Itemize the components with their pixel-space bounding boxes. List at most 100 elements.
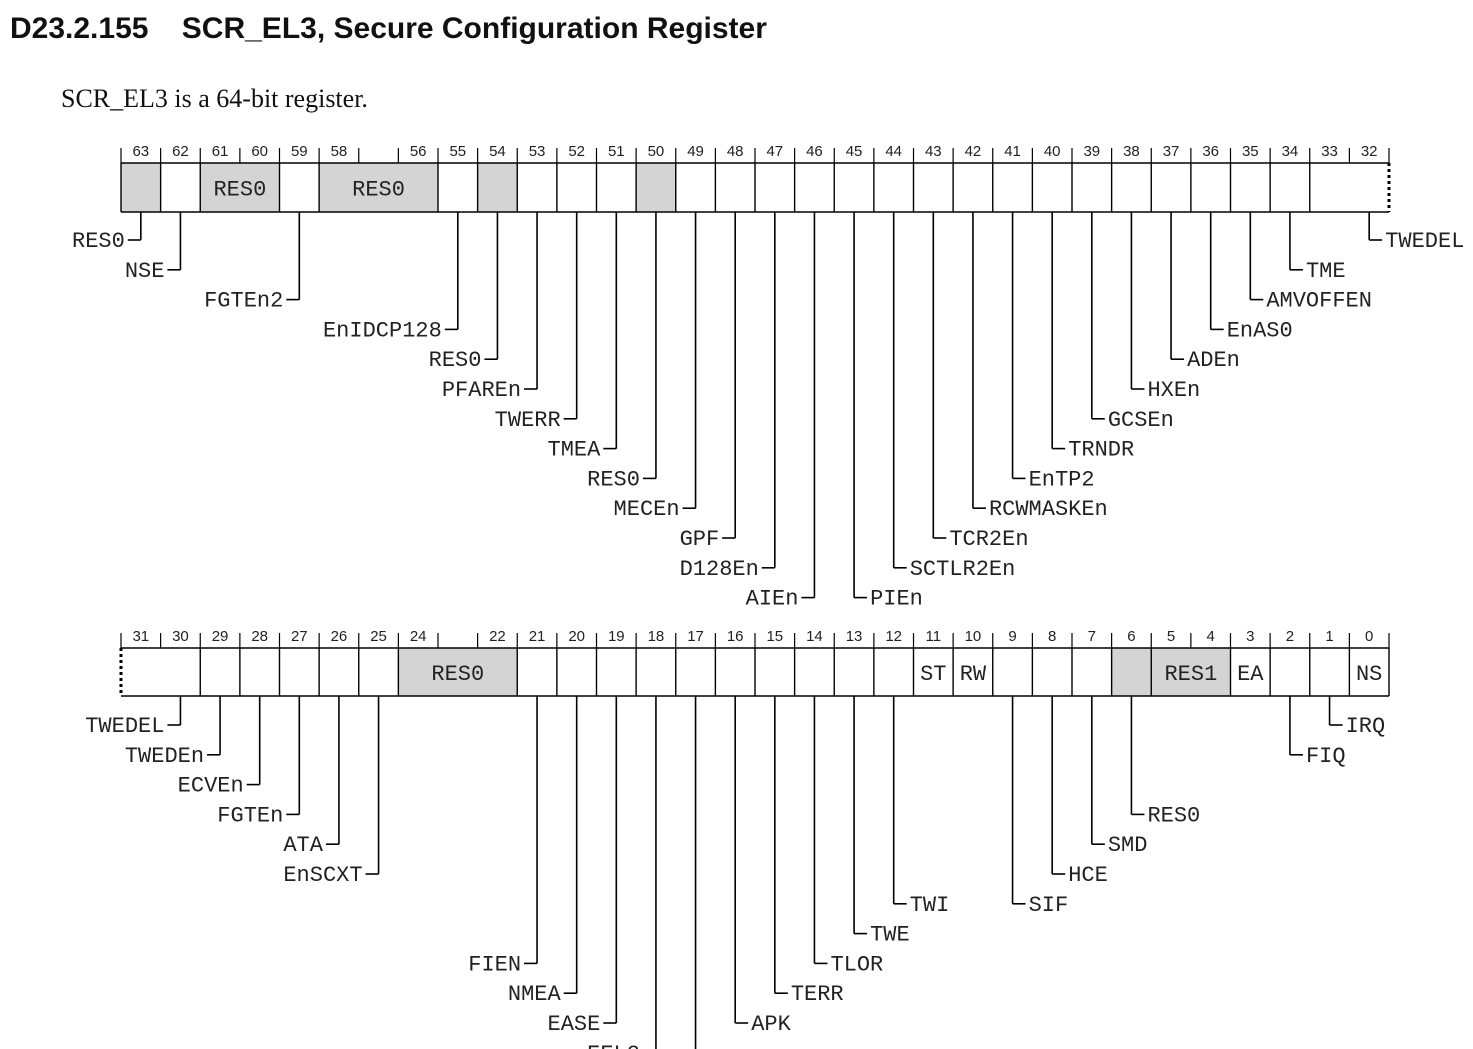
field-name-rw: RW <box>960 662 987 687</box>
bit-number: 32 <box>1361 143 1378 160</box>
bit-number: 22 <box>489 628 506 645</box>
bit-number: 30 <box>172 628 189 645</box>
field-label-tmea: TMEA <box>548 438 602 463</box>
reserved-field-shade <box>121 163 161 212</box>
field-label-res0: RES0 <box>1147 803 1200 828</box>
field-label-ecven: ECVEn <box>178 774 244 799</box>
field-label-tme: TME <box>1306 259 1346 284</box>
field-label-mecen: MECEn <box>614 497 680 522</box>
field-name-st: ST <box>920 662 946 687</box>
bit-number: 45 <box>846 143 863 160</box>
reserved-field-shade <box>319 163 438 212</box>
bit-number: 13 <box>846 628 863 645</box>
bit-number: 21 <box>529 628 546 645</box>
field-label-tcr2en: TCR2En <box>949 527 1028 552</box>
field-label-apk: APK <box>751 1012 791 1037</box>
field-label-ata: ATA <box>283 833 323 858</box>
bit-number: 60 <box>251 143 268 160</box>
bit-number: 53 <box>529 143 546 160</box>
bit-number: 43 <box>925 143 942 160</box>
reserved-field-shade <box>1151 648 1231 696</box>
field-label-hce: HCE <box>1068 863 1108 888</box>
field-label-eel2: EEL2 <box>587 1042 640 1049</box>
bit-number: 25 <box>370 628 387 645</box>
reserved-field-shade <box>398 648 518 696</box>
bit-number: 35 <box>1242 143 1259 160</box>
field-label-gcsen: GCSEn <box>1108 408 1174 433</box>
bit-number: 54 <box>489 143 506 160</box>
field-name-res1: RES1 <box>1164 662 1217 687</box>
bit-number: 44 <box>885 143 902 160</box>
field-name-ea: EA <box>1237 662 1264 687</box>
bit-number: 50 <box>648 143 665 160</box>
bit-number: 26 <box>331 628 348 645</box>
reserved-field-shade <box>200 163 280 212</box>
bit-number: 4 <box>1207 628 1215 645</box>
register-description: SCR_EL3 is a 64-bit register. <box>61 84 368 113</box>
field-label-res0: RES0 <box>72 229 125 254</box>
field-label-fgten2: FGTEn2 <box>204 289 283 314</box>
bit-number: 15 <box>766 628 783 645</box>
reserved-field-shade <box>477 163 518 212</box>
field-label-res0: RES0 <box>429 348 482 373</box>
bit-number: 17 <box>687 628 704 645</box>
field-label-res0: RES0 <box>587 467 640 492</box>
bit-number: 33 <box>1321 143 1338 160</box>
field-label-irq: IRQ <box>1346 714 1386 739</box>
field-label-sif: SIF <box>1029 893 1069 918</box>
bit-number: 42 <box>965 143 982 160</box>
bit-number: 0 <box>1365 628 1373 645</box>
field-label-enas0: EnAS0 <box>1227 318 1293 343</box>
bit-number: 56 <box>410 143 427 160</box>
field-label-twerr: TWERR <box>495 408 561 433</box>
field-label-trndr: TRNDR <box>1068 438 1134 463</box>
bit-number: 12 <box>885 628 902 645</box>
field-label-pfaren: PFAREn <box>442 378 521 403</box>
field-label-amvoffen: AMVOFFEN <box>1266 289 1372 314</box>
field-name-res0: RES0 <box>213 178 266 203</box>
bit-number: 3 <box>1246 628 1254 645</box>
field-label-twedel: TWEDEL <box>85 714 164 739</box>
field-label-twe: TWE <box>870 923 910 948</box>
bit-number: 2 <box>1286 628 1294 645</box>
bit-number: 20 <box>568 628 585 645</box>
bit-number: 48 <box>727 143 744 160</box>
bit-number: 27 <box>291 628 308 645</box>
field-label-twi: TWI <box>910 893 950 918</box>
bit-number: 9 <box>1008 628 1016 645</box>
field-label-sctlr2en: SCTLR2En <box>910 557 1016 582</box>
bit-number: 8 <box>1048 628 1056 645</box>
bit-number: 5 <box>1167 628 1175 645</box>
field-label-ease: EASE <box>548 1012 601 1037</box>
field-label-rcwmasken: RCWMASKEn <box>989 497 1108 522</box>
field-label-pien: PIEn <box>870 587 923 612</box>
bit-number: 62 <box>172 143 189 160</box>
field-name-res0: RES0 <box>431 662 484 687</box>
field-label-twedel: TWEDEL <box>1385 229 1464 254</box>
reserved-field-shade <box>1111 648 1152 696</box>
bit-number: 14 <box>806 628 823 645</box>
field-label-tlor: TLOR <box>830 952 883 977</box>
bit-number: 63 <box>132 143 149 160</box>
bit-number: 18 <box>648 628 665 645</box>
field-label-enscxt: EnSCXT <box>283 863 362 888</box>
field-name-res0: RES0 <box>352 178 405 203</box>
field-name-ns: NS <box>1356 662 1382 687</box>
bit-number: 46 <box>806 143 823 160</box>
field-label-terr: TERR <box>791 982 844 1007</box>
bit-number: 7 <box>1088 628 1096 645</box>
field-label-nse: NSE <box>125 259 165 284</box>
bit-number: 29 <box>212 628 229 645</box>
bit-number: 39 <box>1083 143 1100 160</box>
field-label-fgten: FGTEn <box>217 803 283 828</box>
bit-number: 52 <box>568 143 585 160</box>
bit-number: 61 <box>212 143 229 160</box>
bit-number: 19 <box>608 628 625 645</box>
bit-number: 36 <box>1202 143 1219 160</box>
bit-number: 55 <box>449 143 466 160</box>
reserved-field-shade <box>636 163 676 212</box>
bit-number: 47 <box>766 143 783 160</box>
field-label-tweden: TWEDEn <box>125 744 204 769</box>
field-label-enidcp128: EnIDCP128 <box>323 318 442 343</box>
